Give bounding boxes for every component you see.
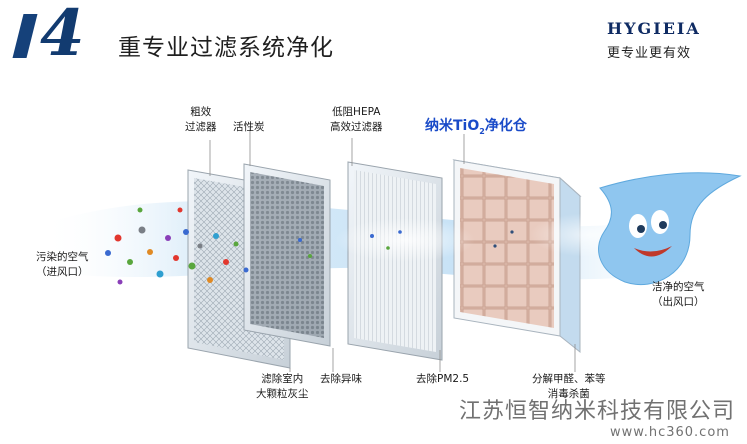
carbon-filter-panel	[243, 163, 331, 347]
watermark-url: www.hc360.com	[610, 425, 730, 440]
tio2-purification-chamber	[452, 159, 582, 354]
label-polluted-air: 污染的空气 （进风口）	[36, 251, 89, 278]
label-activated-carbon: 活性炭	[233, 121, 265, 133]
label-tio2-chamber: 纳米TiO2净化仓	[425, 118, 527, 136]
leader-lines	[209, 128, 576, 372]
clean-air-mascot	[598, 172, 742, 286]
page-title: 重专业过滤系统净化	[118, 35, 334, 61]
watermark-company: 江苏恒智纳米科技有限公司	[459, 399, 736, 424]
residual-particles	[298, 230, 514, 258]
label-hepa: 低阻HEPA 高效过滤器	[330, 106, 383, 133]
label-clean-air: 洁净的空气 （出风口）	[652, 281, 705, 308]
label-coarse-filter: 粗效 过滤器	[185, 106, 217, 133]
header-number: 4	[40, 0, 85, 71]
label-remove-odor: 去除异味	[320, 373, 362, 385]
brand-slogan: 更专业更有效	[607, 46, 692, 61]
label-remove-dust: 滤除室内 大颗粒灰尘	[256, 373, 309, 400]
brand-logo: HYGIEIA	[607, 19, 701, 38]
label-decompose: 分解甲醛、苯等 消毒杀菌	[532, 373, 606, 400]
pollutant-particles	[105, 207, 249, 285]
label-remove-pm25: 去除PM2.5	[416, 373, 470, 385]
